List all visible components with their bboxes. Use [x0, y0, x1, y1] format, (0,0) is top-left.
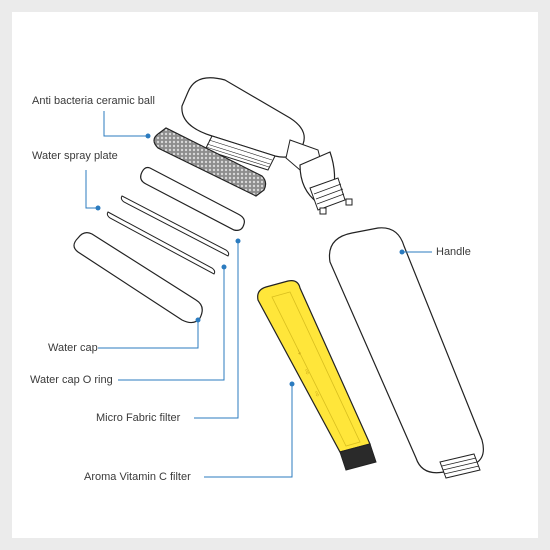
- label-micro-fabric-filter: Micro Fabric filter: [96, 412, 181, 424]
- svg-text:→: →: [294, 348, 304, 356]
- shower-head: [181, 77, 353, 215]
- o-rings: [106, 195, 230, 275]
- water-spray-plate: [140, 166, 245, 231]
- label-water-spray-plate: Water spray plate: [32, 150, 118, 162]
- handle-part: [328, 227, 484, 479]
- svg-text:⇨: ⇨: [302, 368, 312, 376]
- ceramic-ball-cartridge: [153, 127, 267, 197]
- leader-lines: [85, 111, 432, 478]
- label-water-cap-o-ring: Water cap O ring: [30, 374, 113, 386]
- label-aroma-vitamin-c-filter: Aroma Vitamin C filter: [84, 471, 191, 483]
- label-water-cap: Water cap: [48, 342, 98, 354]
- svg-text:⇨: ⇨: [312, 390, 322, 398]
- label-handle: Handle: [436, 246, 471, 258]
- leader-dots: [95, 133, 405, 387]
- label-anti-bacteria-ceramic-ball: Anti bacteria ceramic ball: [32, 95, 155, 107]
- water-cap-part: [73, 232, 203, 324]
- aroma-vitamin-c-filter: → ⇨ ⇨: [257, 280, 377, 471]
